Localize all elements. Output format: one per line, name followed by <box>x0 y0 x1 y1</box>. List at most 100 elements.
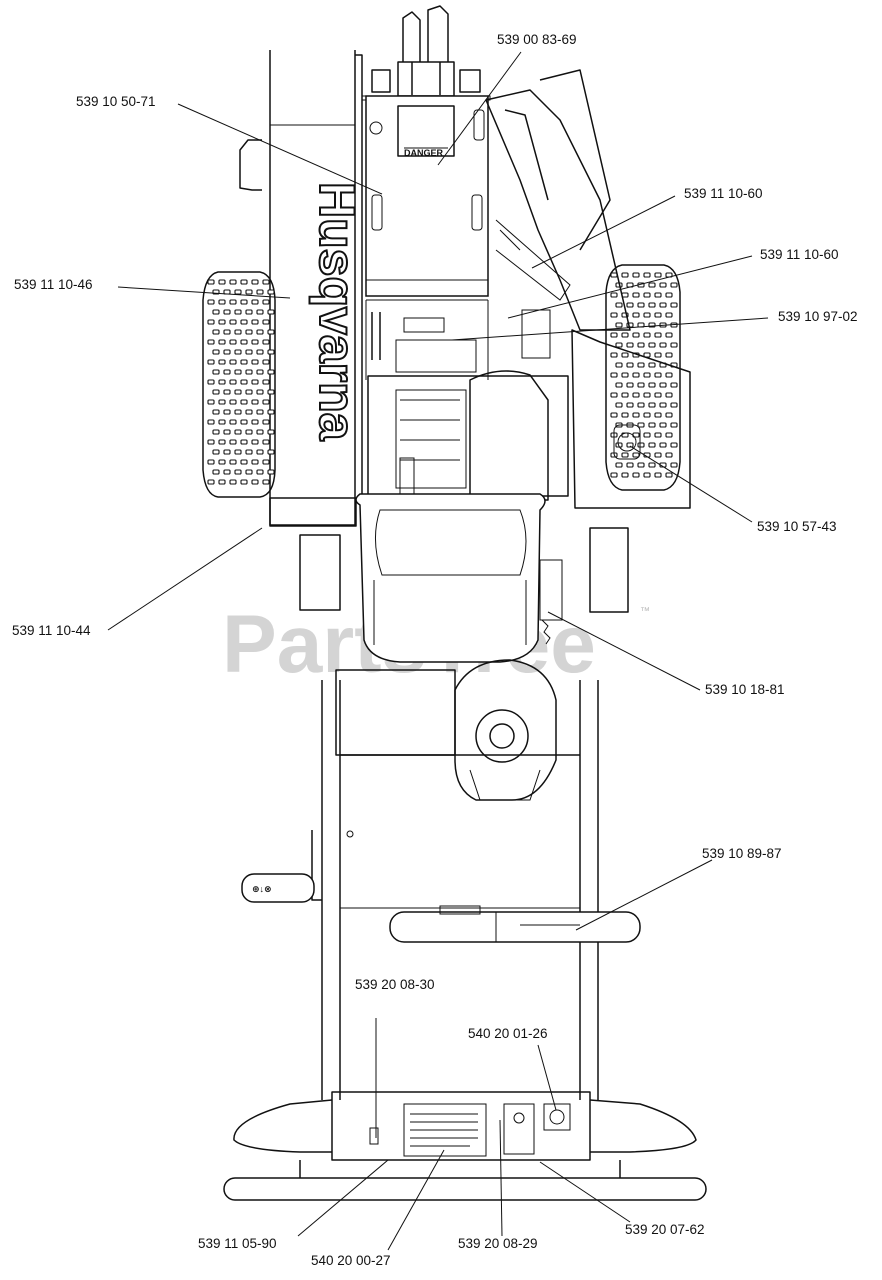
tire-tread-block <box>665 312 673 318</box>
leader-540-20-00-27 <box>387 1149 445 1251</box>
svg-text:DANGER: DANGER <box>404 148 444 158</box>
tire-tread-block <box>234 309 242 315</box>
tire-tread-block <box>262 299 270 305</box>
tire-tread-block <box>234 349 242 355</box>
tire-tread-block <box>240 379 248 385</box>
tire-tread-block <box>648 422 656 428</box>
tire-tread-block <box>643 392 651 398</box>
tire-tread-block <box>218 479 226 485</box>
tire-tread-block <box>637 302 645 308</box>
tire-tread-block <box>251 339 259 345</box>
part-label-540-20-01-26: 540 20 01-26 <box>468 1026 548 1041</box>
tire-tread-block <box>251 479 259 485</box>
tire-tread-block <box>610 332 618 338</box>
tire-tread-block <box>610 312 618 318</box>
tire-tread-block <box>245 369 253 375</box>
part-label-539-20-08-29: 539 20 08-29 <box>458 1236 538 1251</box>
tire-tread-block <box>223 409 231 415</box>
tire-tread-block <box>262 399 270 405</box>
tire-tread-block <box>654 332 662 338</box>
tire-tread-block <box>648 282 656 288</box>
part-label-539-11-05-90: 539 11 05-90 <box>198 1236 277 1251</box>
left-wheel <box>202 271 276 498</box>
tire-tread-block <box>240 339 248 345</box>
tire-tread-block <box>229 299 237 305</box>
tire-tread-block <box>626 382 634 388</box>
tire-tread-block <box>223 389 231 395</box>
tire-tread-block <box>251 399 259 405</box>
tire-tread-block <box>665 332 673 338</box>
tire-tread-block <box>212 409 220 415</box>
tire-tread-block <box>267 449 275 455</box>
tire-tread-block <box>610 352 618 358</box>
tire-tread-block <box>207 299 215 305</box>
tire-tread-block <box>670 382 678 388</box>
tire-tread-block <box>621 372 629 378</box>
machine-drawing: Husqvarna DANGER <box>202 5 707 1201</box>
tire-tread-block <box>240 319 248 325</box>
right-wheel <box>605 264 681 491</box>
tire-tread-block <box>245 469 253 475</box>
tire-tread-block <box>218 459 226 465</box>
leader-539-10-57-43 <box>629 445 753 523</box>
tire-tread-block <box>256 329 264 335</box>
tire-tread-block <box>665 412 673 418</box>
leader-539-11-10-46 <box>117 286 291 299</box>
tire-tread-block <box>240 279 248 285</box>
svg-text:⊕↓⊗: ⊕↓⊗ <box>252 884 272 894</box>
part-label-540-20-00-27: 540 20 00-27 <box>311 1253 391 1268</box>
seat-rails <box>299 527 629 645</box>
tire-tread-block <box>240 359 248 365</box>
tire-tread-block <box>229 379 237 385</box>
tire-tread-block <box>256 449 264 455</box>
tire-tread-block <box>223 369 231 375</box>
tire-tread-block <box>659 442 667 448</box>
tire-tread-block <box>245 329 253 335</box>
tire-tread-block <box>670 442 678 448</box>
tire-tread-block <box>670 402 678 408</box>
part-label-539-11-10-46: 539 11 10-46 <box>14 277 93 292</box>
tire-tread-block <box>234 429 242 435</box>
tire-tread-block <box>267 289 275 295</box>
part-label-539-11-10-44: 539 11 10-44 <box>12 623 91 638</box>
tire-tread-block <box>234 409 242 415</box>
tire-tread-block <box>240 419 248 425</box>
tire-tread-block <box>207 419 215 425</box>
tire-tread-block <box>218 399 226 405</box>
tire-tread-block <box>212 369 220 375</box>
part-labels: 539 00 83-69 539 10 50-71 539 11 10-60 5… <box>12 32 858 1268</box>
tire-tread-block <box>637 382 645 388</box>
tire-tread-block <box>654 372 662 378</box>
tire-tread-block <box>212 389 220 395</box>
tire-tread-block <box>218 279 226 285</box>
tire-tread-block <box>665 372 673 378</box>
leader-539-11-10-60-b <box>507 255 753 319</box>
tire-tread-block <box>615 342 623 348</box>
tire-tread-block <box>267 309 275 315</box>
tire-tread-block <box>621 472 629 478</box>
tire-tread-block <box>256 369 264 375</box>
tire-tread-block <box>240 459 248 465</box>
tire-tread-block <box>626 402 634 408</box>
tire-tread-block <box>637 402 645 408</box>
tire-tread-block <box>229 399 237 405</box>
tire-tread-block <box>251 319 259 325</box>
tire-tread-block <box>648 442 656 448</box>
tire-tread-block <box>207 379 215 385</box>
tire-tread-block <box>615 382 623 388</box>
tire-tread-block <box>229 319 237 325</box>
tire-tread-block <box>251 359 259 365</box>
seat <box>355 493 546 663</box>
tire-tread-block <box>621 352 629 358</box>
tire-tread-block <box>240 399 248 405</box>
tire-tread-block <box>643 312 651 318</box>
tire-tread-block <box>262 319 270 325</box>
tire-tread-block <box>251 279 259 285</box>
tire-tread-block <box>626 462 634 468</box>
tire-tread-block <box>245 349 253 355</box>
tire-tread-block <box>632 452 640 458</box>
tire-tread-block <box>654 432 662 438</box>
tire-tread-block <box>610 372 618 378</box>
tire-tread-block <box>637 342 645 348</box>
